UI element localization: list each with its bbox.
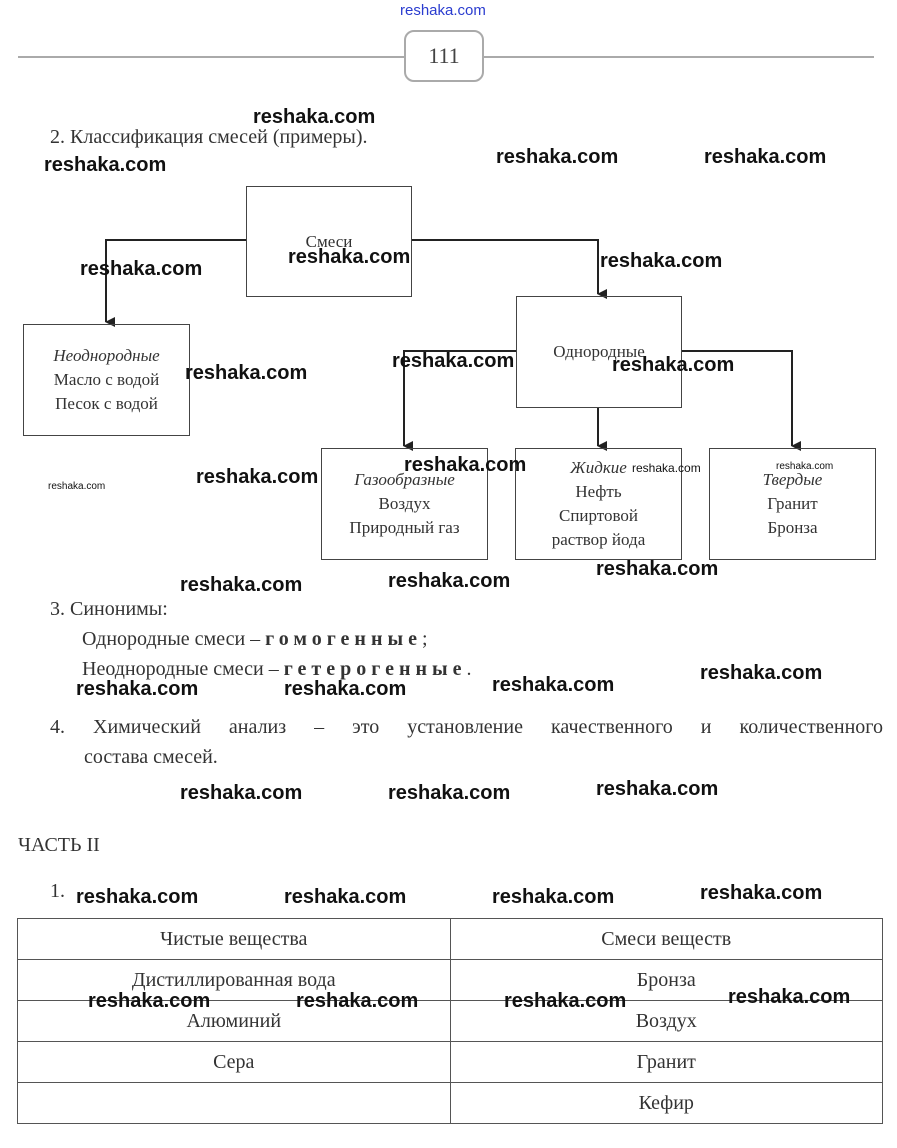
table-header-row: Чистые вещества Смеси веществ [17, 918, 883, 960]
solid-item: Бронза [767, 518, 818, 537]
watermark: reshaka.com [76, 678, 199, 700]
liquid-item: Нефть [575, 482, 622, 501]
table-cell: Гранит [449, 1041, 883, 1083]
header-rule-left [18, 56, 404, 58]
watermark: reshaka.com [180, 782, 303, 804]
watermark: reshaka.com [284, 886, 407, 908]
watermark: reshaka.com [728, 986, 851, 1008]
box-mixtures: Смеси [246, 186, 412, 297]
solid-item: Гранит [767, 494, 818, 513]
box-heterogeneous: Неоднородные Масло с водой Песок с водой [23, 324, 190, 436]
hetero-item: Масло с водой [53, 370, 160, 389]
watermark: reshaka.com [284, 678, 407, 700]
table-cell: Сера [17, 1041, 451, 1083]
synonym-2-end: . [466, 658, 472, 680]
arrow-to-hetero [105, 239, 246, 327]
hetero-title: Неоднородные [53, 346, 160, 365]
section-4-line-1: 4. Химический анализ – это установление … [50, 716, 883, 738]
watermark-small: reshaka.com [48, 481, 106, 492]
arrow-to-gas [403, 350, 516, 451]
synonym-line-1: Однородные смеси – гомогенные; [82, 628, 428, 651]
table-row: Алюминий Воздух [17, 1000, 883, 1042]
gas-title: Газообразные [354, 470, 455, 489]
solid-title: Твердые [762, 470, 823, 489]
part-2-heading: ЧАСТЬ II [18, 834, 100, 856]
watermark: reshaka.com [185, 362, 308, 384]
table-header-cell: Смеси веществ [449, 918, 883, 960]
liquid-item: Спиртовой [558, 506, 639, 525]
watermark: reshaka.com [596, 558, 719, 580]
watermark: reshaka.com [600, 250, 723, 272]
header-rule-right [484, 56, 874, 58]
table-row: Сера Гранит [17, 1041, 883, 1083]
liquid-item: раствор йода [551, 530, 646, 549]
arrow-to-solid [682, 350, 801, 451]
watermark: reshaka.com [596, 778, 719, 800]
part-2-item-number: 1. [50, 880, 65, 902]
substances-table: Чистые вещества Смеси веществ Дистиллиро… [17, 918, 883, 1124]
watermark: reshaka.com [612, 354, 735, 376]
watermark-small: reshaka.com [776, 461, 834, 472]
watermark: reshaka.com [288, 246, 411, 268]
table-cell [17, 1082, 451, 1124]
synonym-2-prefix: Неоднородные смеси – [82, 658, 279, 680]
watermark: reshaka.com [388, 570, 511, 592]
synonym-2-term: гетерогенные [283, 658, 467, 680]
box-gaseous: Газообразные Воздух Природный газ [321, 448, 488, 560]
table-row: Кефир [17, 1082, 883, 1124]
watermark: reshaka.com [392, 350, 515, 372]
section-4-line-2: состава смесей. [84, 746, 218, 768]
box-homogeneous: Однородные [516, 296, 682, 408]
box-solid: Твердые Гранит Бронза [709, 448, 876, 560]
watermark: reshaka.com [404, 454, 527, 476]
table-cell: Воздух [449, 1000, 883, 1042]
top-watermark: reshaka.com [400, 2, 486, 19]
homo-title: Однородные [553, 342, 645, 361]
watermark: reshaka.com [253, 106, 376, 128]
page-number: 111 [404, 30, 484, 82]
arrow-to-homo [412, 239, 607, 299]
table-cell: Алюминий [17, 1000, 451, 1042]
watermark: reshaka.com [700, 662, 823, 684]
synonym-1-term: гомогенные [265, 628, 422, 650]
box-liquid: Жидкие Нефть Спиртовой раствор йода [515, 448, 682, 560]
gas-item: Воздух [378, 494, 431, 513]
watermark-small: reshaka.com [632, 461, 701, 475]
table-header-cell: Чистые вещества [17, 918, 451, 960]
watermark: reshaka.com [504, 990, 627, 1012]
watermark: reshaka.com [296, 990, 419, 1012]
watermark: reshaka.com [44, 154, 167, 176]
watermark: reshaka.com [704, 146, 827, 168]
watermark: reshaka.com [496, 146, 619, 168]
watermark: reshaka.com [76, 886, 199, 908]
watermark: reshaka.com [700, 882, 823, 904]
section-3-title: 3. Синонимы: [50, 598, 168, 620]
watermark: reshaka.com [492, 674, 615, 696]
watermark: reshaka.com [492, 886, 615, 908]
watermark: reshaka.com [388, 782, 511, 804]
watermark: reshaka.com [80, 258, 203, 280]
watermark: reshaka.com [88, 990, 211, 1012]
watermark: reshaka.com [196, 466, 319, 488]
table-cell: Кефир [449, 1082, 883, 1124]
synonym-1-end: ; [421, 628, 428, 650]
box-mixtures-label: Смеси [305, 231, 353, 251]
table-cell: Бронза [449, 959, 883, 1001]
watermark: reshaka.com [180, 574, 303, 596]
section-2-title: 2. Классификация смесей (примеры). [50, 126, 368, 148]
synonym-line-2: Неоднородные смеси – гетерогенные. [82, 658, 472, 681]
hetero-item: Песок с водой [55, 394, 158, 413]
liquid-title: Жидкие [570, 458, 627, 477]
gas-item: Природный газ [349, 518, 460, 537]
synonym-1-prefix: Однородные смеси – [82, 628, 261, 650]
